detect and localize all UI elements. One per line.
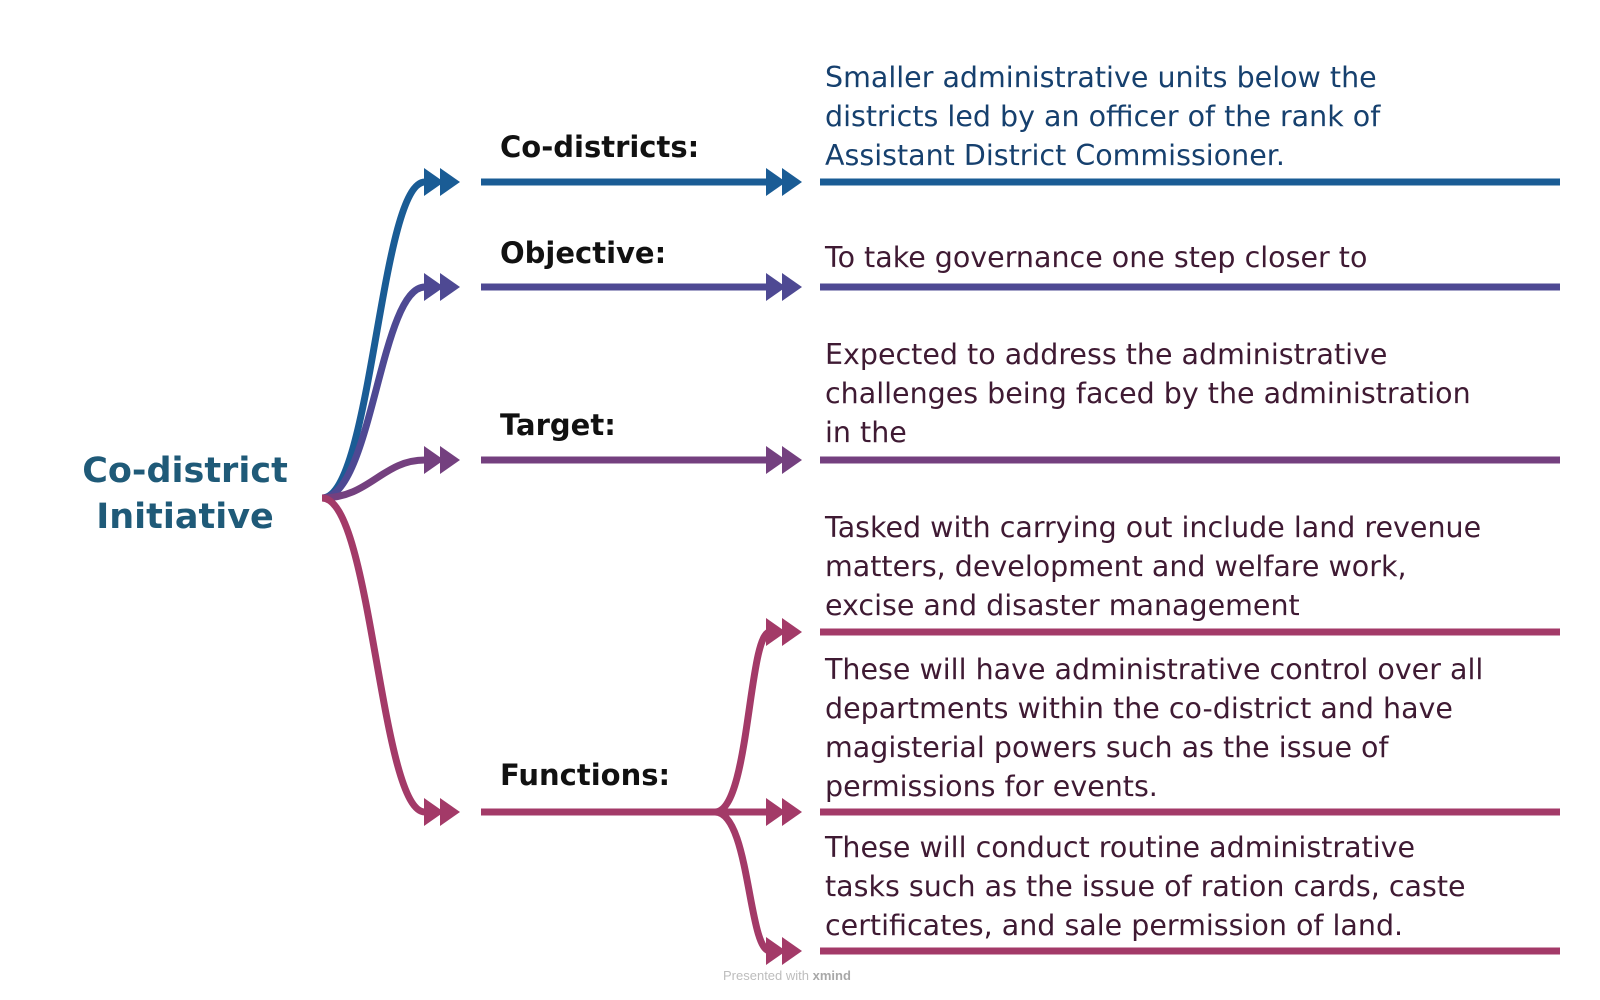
desc-line: These will have administrative control o…: [825, 653, 1484, 686]
branch-label-target[interactable]: Target:: [500, 408, 616, 442]
desc-line: challenges being faced by the administra…: [825, 377, 1471, 410]
root-title-line-1: Co-district: [82, 451, 288, 491]
arrow-target-left: [424, 446, 460, 474]
desc-line: To take governance one step closer to: [825, 241, 1368, 274]
desc-line: certificates, and sale permission of lan…: [825, 909, 1404, 942]
arrow-codistricts-right: [766, 168, 802, 196]
watermark: Presented with xmind: [723, 968, 851, 983]
arrow-target-right: [766, 446, 802, 474]
desc-line: tasks such as the issue of ration cards,…: [825, 870, 1466, 903]
desc-line: departments within the co-district and h…: [825, 692, 1453, 725]
desc-line: Smaller administrative units below the: [825, 61, 1377, 94]
branch-label-codistricts[interactable]: Co-districts:: [500, 130, 700, 164]
arrow-objective-right: [766, 273, 802, 301]
desc-line: in the: [825, 416, 907, 449]
desc-functions-3[interactable]: These will conduct routine administrativ…: [825, 828, 1560, 945]
watermark-prefix: Presented with: [723, 968, 809, 983]
branch-label-objective[interactable]: Objective:: [500, 236, 667, 270]
connector-objective-curve: [321, 283, 426, 502]
connector-functions-sub1: [713, 628, 772, 816]
branch-label-functions[interactable]: Functions:: [500, 758, 671, 792]
arrow-functions-sub3: [766, 937, 802, 965]
desc-functions-2[interactable]: These will have administrative control o…: [825, 650, 1560, 806]
desc-line: Expected to address the administrative: [825, 338, 1388, 371]
desc-line: Tasked with carrying out include land re…: [825, 511, 1482, 544]
desc-target[interactable]: Expected to address the administrative c…: [825, 335, 1560, 452]
desc-line: matters, development and welfare work,: [825, 550, 1407, 583]
arrow-functions-left: [424, 798, 460, 826]
desc-line: magisterial powers such as the issue of: [825, 731, 1389, 764]
desc-line: excise and disaster management: [825, 589, 1300, 622]
connector-target-curve: [321, 456, 426, 502]
desc-line: permissions for events.: [825, 770, 1158, 803]
desc-line: These will conduct routine administrativ…: [825, 831, 1416, 864]
watermark-brand: xmind: [812, 968, 851, 983]
root-topic[interactable]: Co-district Initiative: [60, 448, 310, 540]
connector-functions-sub3: [714, 808, 772, 955]
arrow-functions-sub1: [766, 618, 802, 646]
desc-functions-1[interactable]: Tasked with carrying out include land re…: [825, 508, 1560, 625]
desc-line: districts led by an officer of the rank …: [825, 100, 1381, 133]
desc-objective[interactable]: To take governance one step closer to: [825, 238, 1560, 277]
desc-line: Assistant District Commissioner.: [825, 139, 1285, 172]
connector-codistricts-curve: [321, 178, 427, 502]
root-title-line-2: Initiative: [96, 497, 274, 537]
connector-functions-curve: [321, 494, 426, 816]
arrow-functions-sub2: [766, 798, 802, 826]
arrow-objective-left: [424, 273, 460, 301]
desc-codistricts[interactable]: Smaller administrative units below the d…: [825, 58, 1560, 175]
arrow-codistricts-left: [424, 168, 460, 196]
